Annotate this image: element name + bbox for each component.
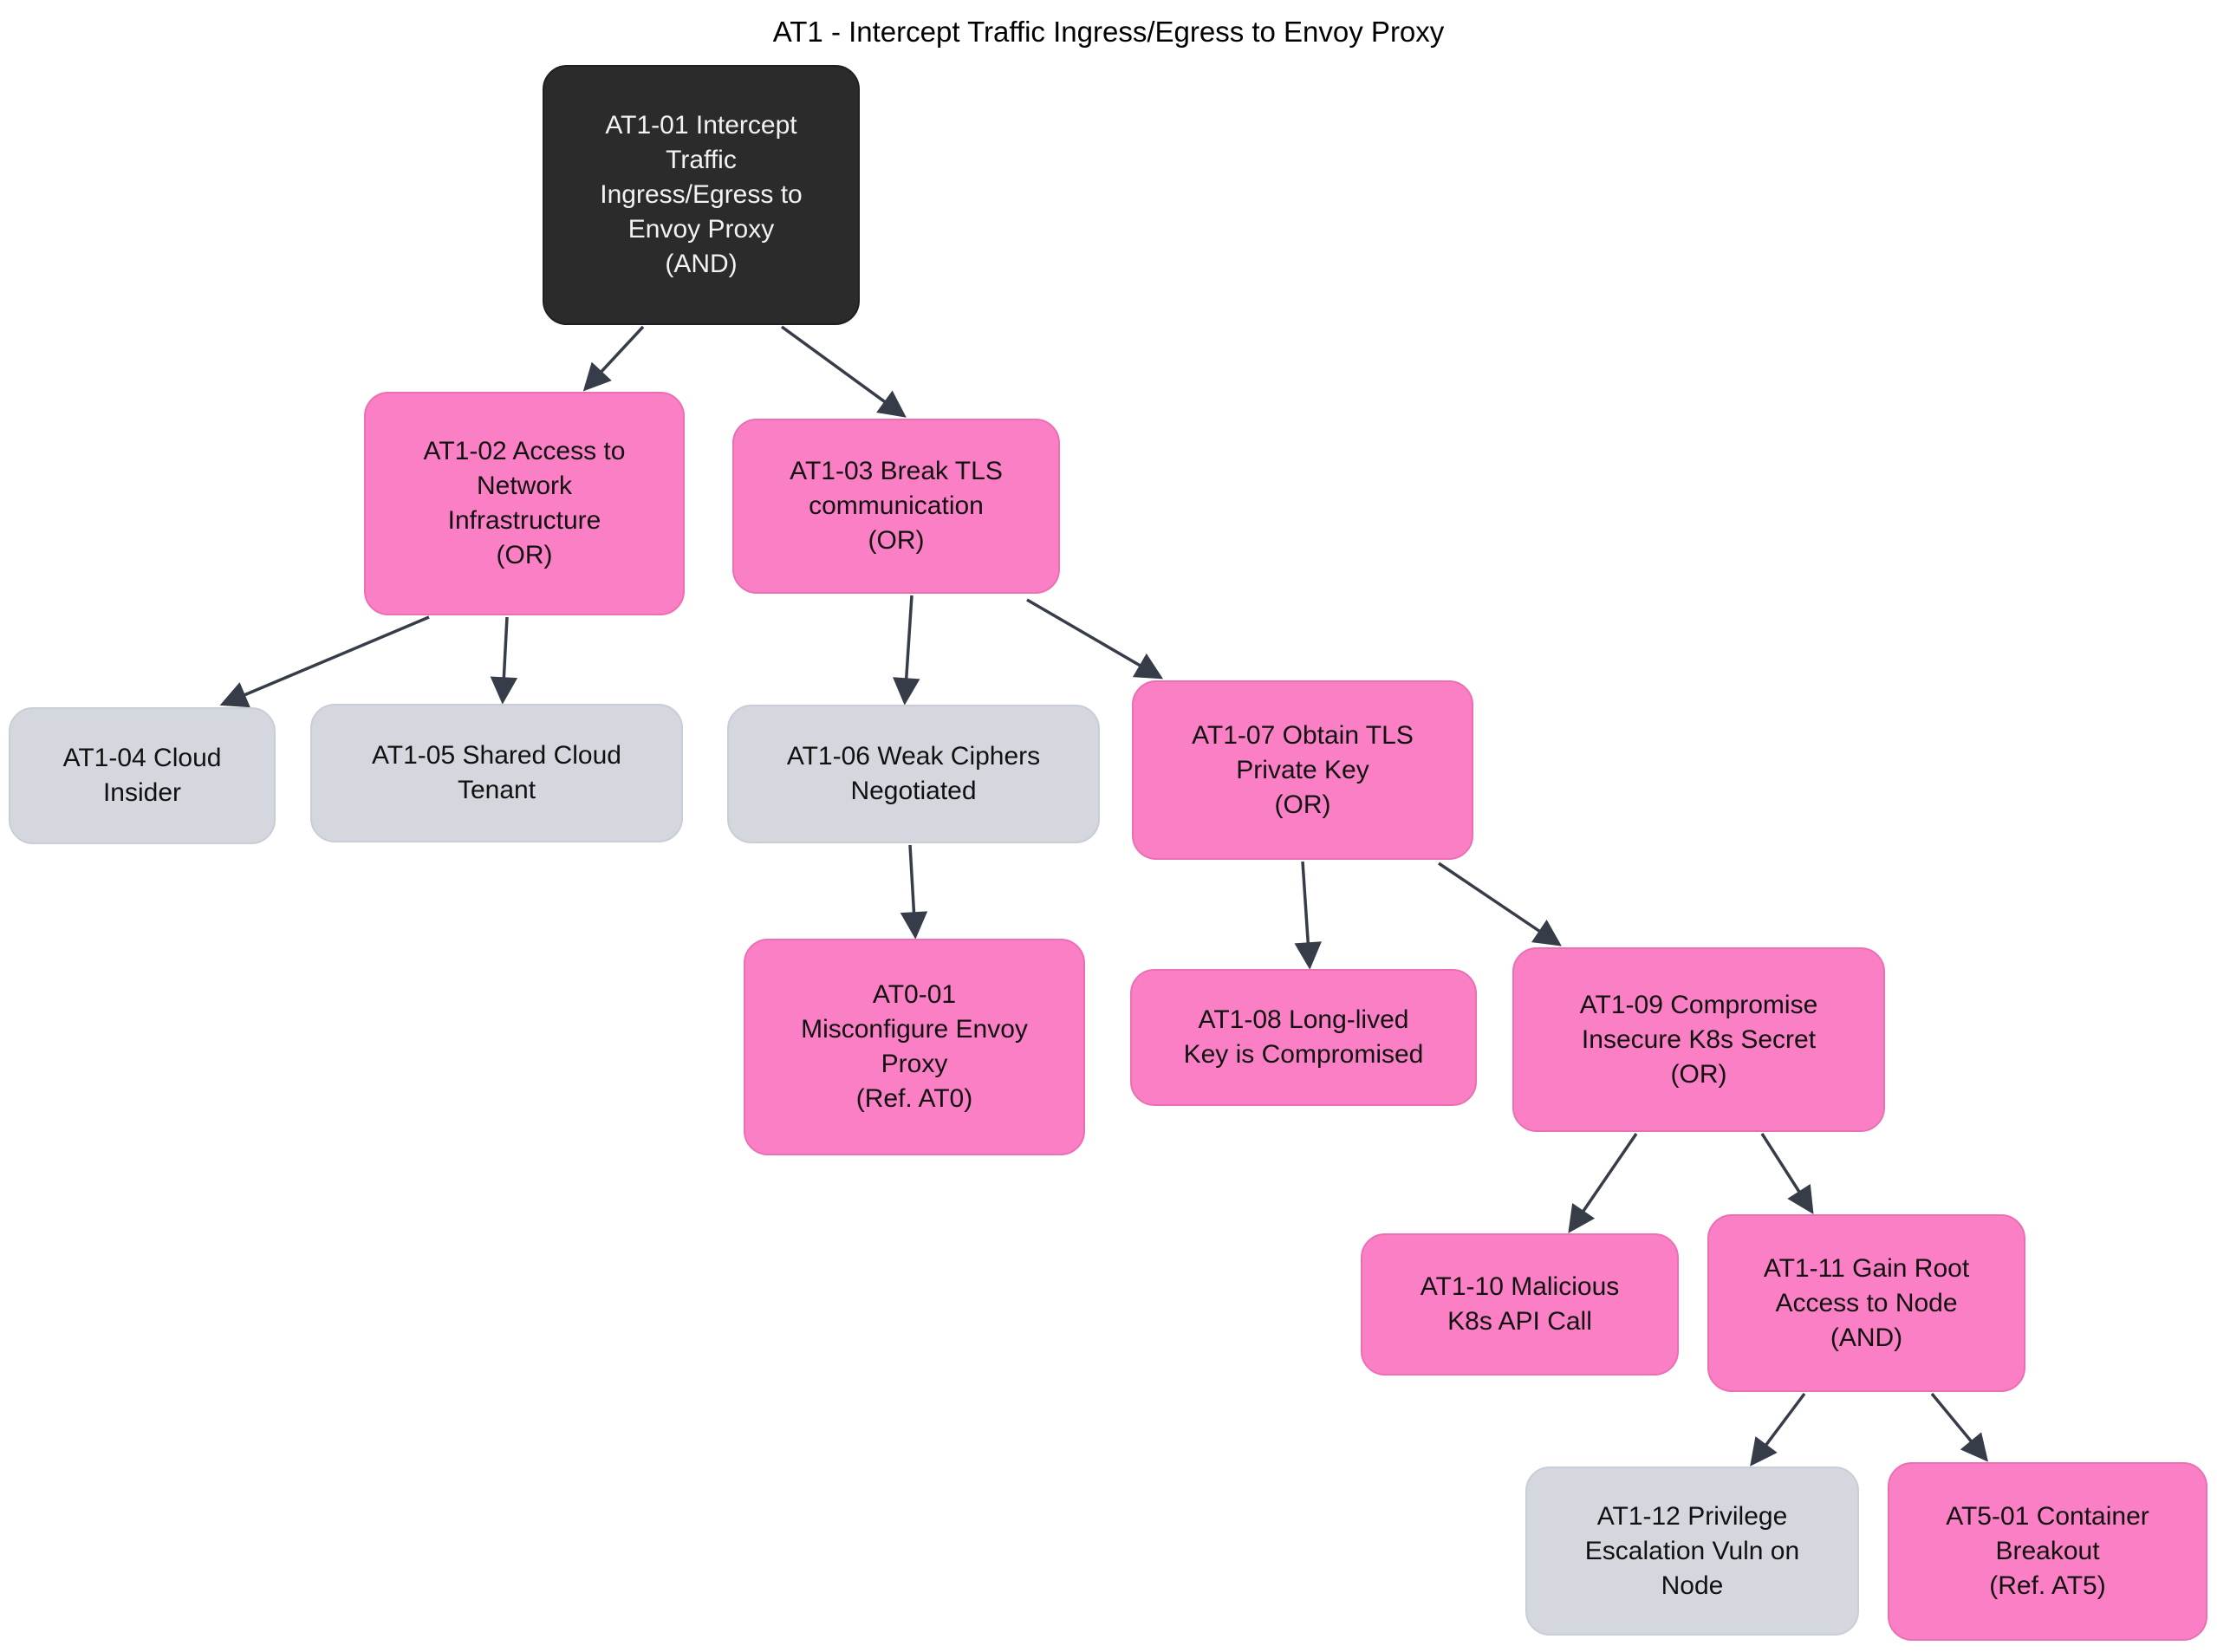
node-AT1-02-label-line: Infrastructure (447, 506, 601, 535)
node-AT1-01-label-line: (AND) (665, 250, 738, 278)
node-AT1-03-label-line: AT1-03 Break TLS (790, 457, 1003, 485)
node-AT1-06-label-line: AT1-06 Weak Ciphers (786, 742, 1041, 771)
node-AT1-02-label-line: (OR) (496, 541, 553, 569)
edge-AT1-09-to-AT1-10 (1568, 1133, 1638, 1233)
node-AT0-01-label-line: AT0-01 (872, 980, 957, 1009)
node-AT1-03-label-line: communication (809, 491, 984, 520)
edge-AT1-09-to-AT1-11 (1760, 1133, 1814, 1214)
node-AT0-01-label-line: Misconfigure Envoy (801, 1015, 1028, 1044)
edge-AT1-07-to-AT1-09 (1438, 862, 1562, 946)
node-AT1-11-label-line: Access to Node (1775, 1288, 1958, 1317)
node-AT1-05-label-line: Tenant (457, 776, 536, 804)
edge-AT1-03-to-AT1-07 (1026, 598, 1164, 680)
node-AT1-10-label-line: K8s API Call (1447, 1307, 1592, 1336)
node-AT1-09-label-line: Insecure K8s Secret (1581, 1024, 1817, 1054)
node-AT1-11-label-line: (AND) (1830, 1323, 1903, 1352)
node-AT1-02-label-line: AT1-02 Access to (423, 437, 626, 465)
node-AT1-07: AT1-07 Obtain TLS Private Key (OR) (1132, 680, 1473, 860)
node-AT1-01-label-line: AT1-01 Intercept (605, 111, 797, 140)
node-AT1-03-label-line: (OR) (868, 526, 925, 555)
node-AT1-07-label-line: AT1-07 Obtain TLS (1192, 720, 1414, 750)
node-AT5-01-label-line: Breakout (1995, 1537, 2100, 1565)
node-AT1-07-label-line: Private Key (1236, 755, 1369, 784)
node-AT1-01-label-line: Traffic (666, 146, 737, 174)
node-AT1-12-label-line: Node (1661, 1571, 1724, 1600)
node-AT1-12-label-line: Escalation Vuln on (1584, 1536, 1800, 1565)
node-AT1-11-label-line: AT1-11 Gain Root (1763, 1253, 1970, 1283)
node-AT5-01-label-line: (Ref. AT5) (1989, 1571, 2106, 1600)
node-AT1-06-label-line: Negotiated (850, 777, 977, 805)
edge-AT1-02-to-AT1-05 (490, 616, 518, 705)
edge-AT1-01-to-AT1-03 (780, 325, 907, 418)
node-AT1-02-label-line: Network (476, 472, 573, 500)
node-AT1-05-label-line: AT1-05 Shared Cloud (372, 741, 621, 770)
node-AT1-04-label-line: Insider (102, 778, 182, 807)
node-AT1-09-label-line: (OR) (1670, 1059, 1727, 1089)
node-AT1-08-label-line: AT1-08 Long-lived (1198, 1005, 1409, 1034)
node-AT1-03: AT1-03 Break TLS communication (OR) (732, 419, 1060, 594)
edge-AT1-07-to-AT1-08 (1294, 861, 1322, 970)
node-AT0-01-label-line: Proxy (881, 1050, 948, 1078)
edge-AT1-11-to-AT5-01 (1930, 1392, 1989, 1462)
node-AT1-08-label-line: Key is Compromised (1183, 1040, 1424, 1069)
edge-AT1-02-to-AT1-04 (219, 615, 430, 708)
node-AT1-01-label-line: Ingress/Egress to (600, 180, 803, 209)
diagram-title: AT1 - Intercept Traffic Ingress/Egress t… (772, 16, 1445, 48)
node-AT5-01-label-line: AT5-01 Container (1946, 1502, 2149, 1531)
node-AT1-04-label-line: AT1-04 Cloud (62, 744, 222, 772)
edge-AT1-01-to-AT1-02 (582, 325, 645, 392)
edge-AT1-03-to-AT1-06 (893, 595, 920, 706)
node-AT1-07-label-line: (OR) (1274, 790, 1331, 819)
node-AT1-10-label-line: AT1-10 Malicious (1420, 1272, 1620, 1301)
node-AT1-12-label-line: AT1-12 Privilege (1596, 1501, 1788, 1531)
node-AT1-09-label-line: AT1-09 Compromise (1579, 990, 1818, 1019)
node-AT1-01-label-line: Envoy Proxy (627, 215, 775, 244)
edge-AT1-06-to-AT0-01 (900, 844, 928, 940)
node-AT0-01-label-line: (Ref. AT0) (855, 1084, 973, 1113)
edge-AT1-11-to-AT1-12 (1750, 1392, 1806, 1467)
